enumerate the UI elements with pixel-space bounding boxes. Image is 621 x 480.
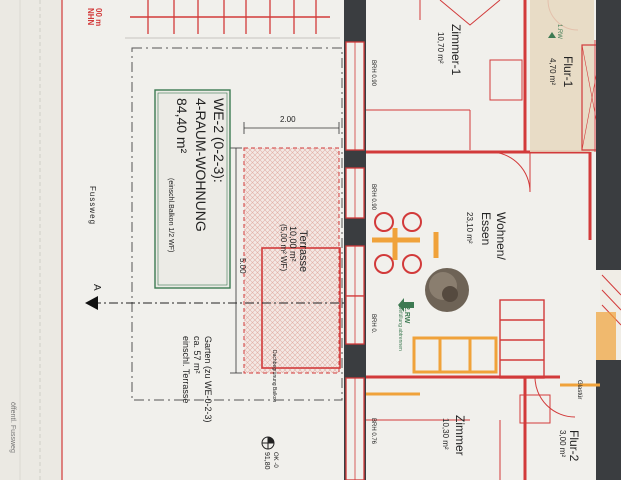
sofa — [499, 299, 545, 379]
room-zimmer1-area: 10,70 m² — [436, 32, 445, 64]
cabinet-symbol — [596, 312, 616, 360]
dimension-length: 5.00 — [238, 258, 247, 274]
garden-line1: Garten (zu WE-0-2-3) — [203, 336, 213, 423]
rw2-note: Befüllung abtrennen — [397, 306, 403, 351]
room-flur1-name: Flur-1 — [561, 56, 575, 88]
rw1-label: 1.RW — [556, 24, 562, 39]
apartment-area: 84,40 m² — [174, 98, 190, 154]
terrace-area: 10,00 m² — [288, 226, 298, 262]
section-label: A — [91, 284, 102, 291]
elevation-top-line1: 00 m — [94, 8, 103, 27]
stairwell-wall — [596, 0, 621, 270]
rw1-arrow-icon — [548, 32, 556, 38]
section-arrow-icon — [85, 296, 98, 310]
garden-boundary — [131, 47, 343, 401]
terrace-name: Terrasse — [297, 230, 309, 273]
apartment-label-frame — [154, 89, 231, 289]
public-footpath-label: öffentl. Fussweg — [9, 402, 16, 453]
apartment-note: (einschl.Balkon 1/2 WF) — [167, 178, 174, 253]
terrace-edge — [261, 247, 341, 369]
rw-arrow-icon — [398, 298, 414, 312]
terrace-wf: (5,00 m² WF) — [279, 224, 288, 272]
interior-thin-lines — [366, 0, 596, 480]
elevation-top-line2: NHN — [86, 8, 95, 26]
brh-label-b: BRH 0.90 — [370, 184, 376, 211]
apartment-id: WE-2 (0-2-3): — [211, 98, 227, 183]
apartment-type: 4-RAUM-WOHNUNG — [193, 98, 209, 232]
room-zimmer2-name: Zimmer — [453, 415, 467, 456]
room-wohnen-area: 23,10 m² — [465, 212, 474, 244]
room-wohnen-name2: Essen — [479, 212, 493, 246]
brh-label-a: BRH 0.90 — [370, 60, 376, 87]
room-flur1-area: 4,70 m² — [548, 58, 557, 86]
room-wohnen-name: Wohnen/ — [494, 212, 508, 260]
terrace-area — [243, 147, 340, 374]
brh-label-d: BRH 0. — [370, 314, 376, 334]
footpath-label: Fussweg — [88, 186, 97, 226]
room-flur2-area: 3,00 m² — [558, 430, 567, 458]
dimension-width: 2.00 — [280, 115, 296, 124]
kitchen-counter — [366, 336, 600, 396]
garden-line2: ca. 57 m² — [192, 336, 202, 374]
room-zimmer2-area: 10,30 m² — [441, 418, 450, 450]
garden-line3: einschl. Terrasse — [181, 336, 191, 404]
terrace-edge-label: Dachbegrünung Balkon — [271, 350, 277, 403]
elevation-mark: OK -0 — [272, 452, 278, 468]
dining-chairs — [374, 212, 422, 274]
fence-pickets — [147, 0, 317, 34]
room-flur2-name: Flur-2 — [567, 430, 581, 462]
glass-door-label: Glastür — [576, 380, 582, 400]
room-zimmer1-name: Zimmer-1 — [449, 24, 463, 76]
flur1-floor — [530, 0, 594, 152]
rw2-label: 2.RW — [403, 306, 410, 324]
dining-table-outline — [372, 228, 439, 260]
left-margin-strip — [0, 0, 62, 480]
brh-label-c: BRH 0.76 — [370, 418, 376, 445]
elevation-value: 91,80 — [263, 452, 270, 470]
